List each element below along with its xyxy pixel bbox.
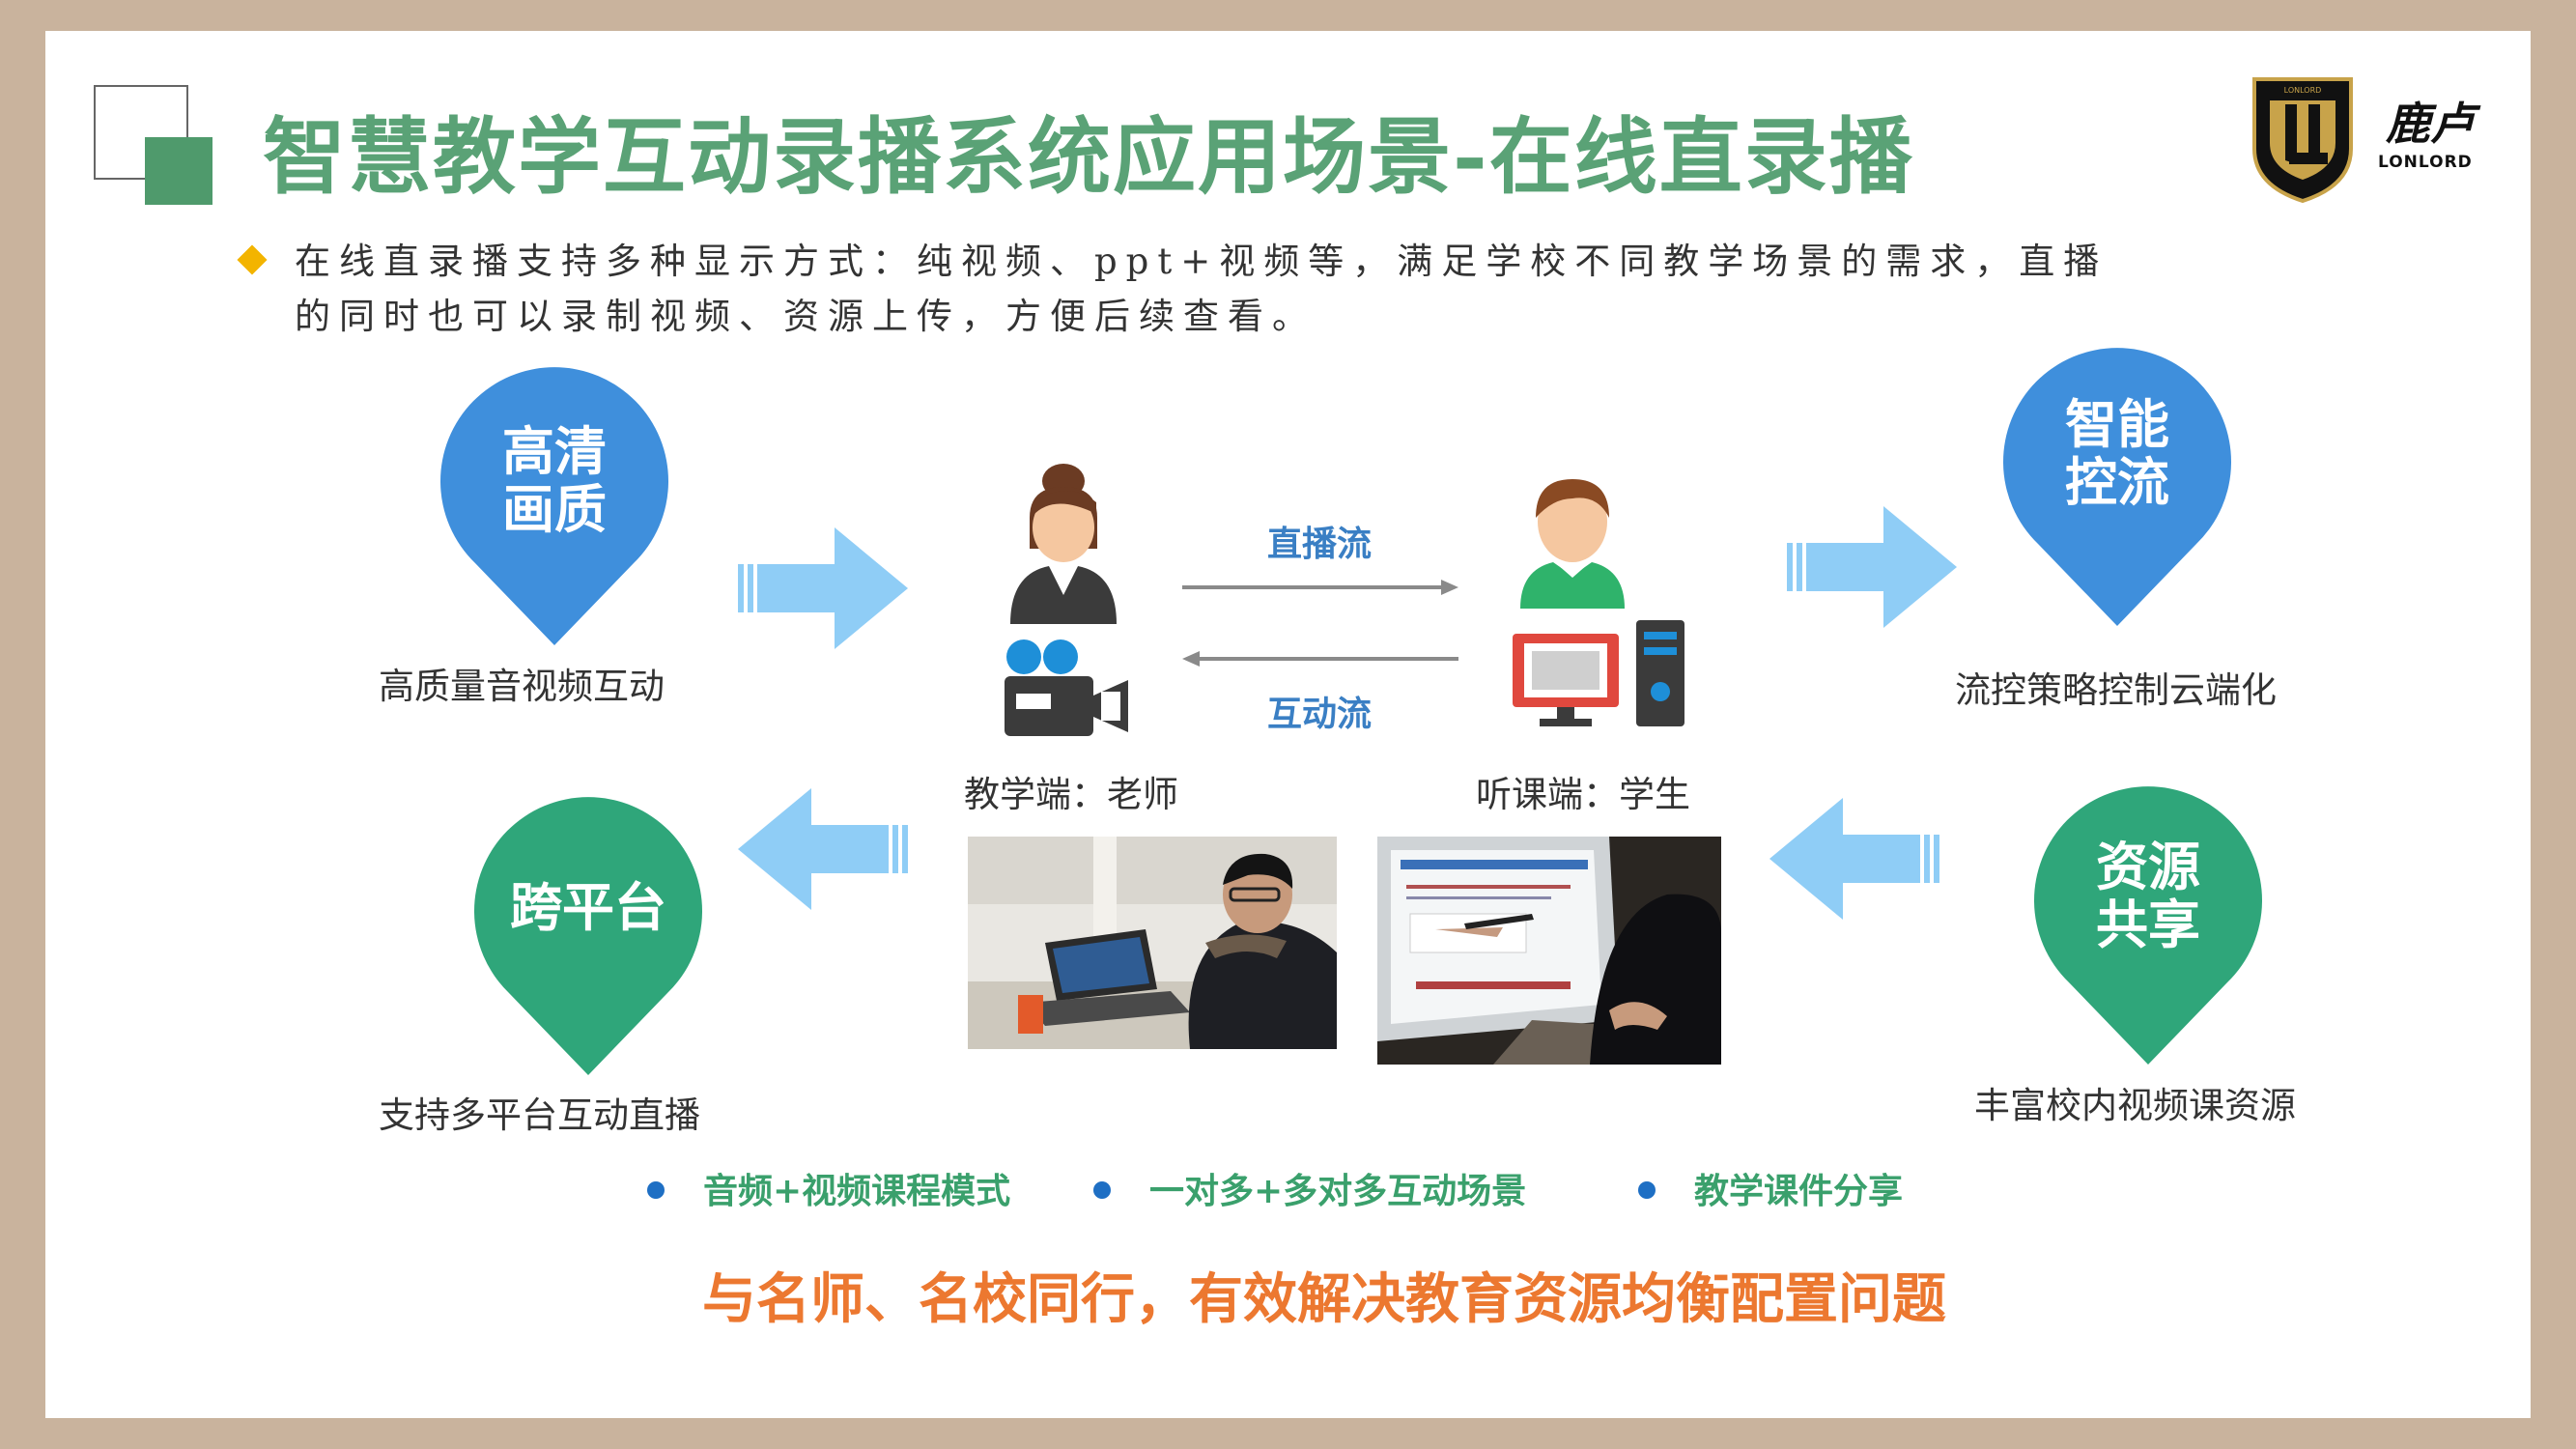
pin-hd-quality — [440, 367, 668, 645]
student-icon — [1520, 479, 1625, 609]
intro-text: 在线直录播支持多种显示方式：纯视频、ppt+视频等，满足学校不同教学场景的需求，… — [295, 234, 2188, 344]
intro-line-1: 在线直录播支持多种显示方式：纯视频、ppt+视频等，满足学校不同教学场景的需求，… — [295, 241, 2109, 282]
student-photo — [1377, 837, 1721, 1065]
pin-hd-label: 高清 画质 — [502, 421, 607, 540]
flow-label-interactive: 互动流 — [1267, 694, 1373, 734]
flow-arrow-interactive — [1182, 651, 1458, 667]
slide — [45, 31, 2531, 1418]
pin-platform-label: 跨平台 — [510, 877, 666, 938]
pin-smart-control — [2003, 348, 2231, 626]
caption-platform: 支持多平台互动直播 — [379, 1094, 700, 1136]
bullet-dot-icon — [1638, 1181, 1656, 1199]
intro-line-2: 的同时也可以录制视频、资源上传，方便后续查看。 — [295, 296, 1316, 337]
bullet-dot-icon — [647, 1181, 665, 1199]
arrow-left-1 — [738, 788, 908, 910]
feature-item-3: 教学课件分享 — [1638, 1163, 1903, 1213]
flow-label-live: 直播流 — [1267, 524, 1373, 564]
feature-item-1: 音频+视频课程模式 — [647, 1163, 1010, 1213]
feature-item-2: 一对多+多对多互动场景 — [1093, 1163, 1526, 1213]
decor-square-fill — [145, 137, 212, 205]
caption-hd: 高质量音视频互动 — [379, 666, 665, 707]
computer-icon — [1513, 620, 1684, 726]
logo-text-en: LONLORD — [2378, 153, 2473, 172]
flow-arrow-live — [1182, 580, 1458, 595]
pin-cross-platform — [474, 797, 702, 1075]
arrow-left-2 — [1769, 798, 1939, 920]
caption-smart: 流控策略控制云端化 — [1955, 669, 2277, 711]
bullet-dot-icon — [1093, 1181, 1111, 1199]
pin-share-label: 资源 共享 — [2096, 837, 2200, 955]
pin-resource-share — [2034, 786, 2262, 1065]
role-student: 听课端：学生 — [1476, 774, 1690, 815]
teacher-icon — [1010, 464, 1117, 624]
teacher-photo — [968, 837, 1337, 1049]
caption-share: 丰富校内视频课资源 — [1974, 1085, 2296, 1126]
logo-text-cn: 鹿卢 — [2386, 98, 2475, 150]
slogan: 与名师、名校同行，有效解决教育资源均衡配置问题 — [702, 1267, 1946, 1331]
arrow-right-1 — [738, 527, 908, 649]
page-title: 智慧教学互动录播系统应用场景-在线直录播 — [263, 108, 1914, 206]
logo-icon: LONLORD — [2252, 77, 2353, 204]
role-teacher: 教学端：老师 — [964, 774, 1178, 815]
arrow-right-2 — [1787, 506, 1957, 628]
camera-icon — [1005, 639, 1128, 736]
pin-smart-label: 智能 控流 — [2065, 394, 2169, 513]
svg-text:LONLORD: LONLORD — [2284, 86, 2322, 95]
